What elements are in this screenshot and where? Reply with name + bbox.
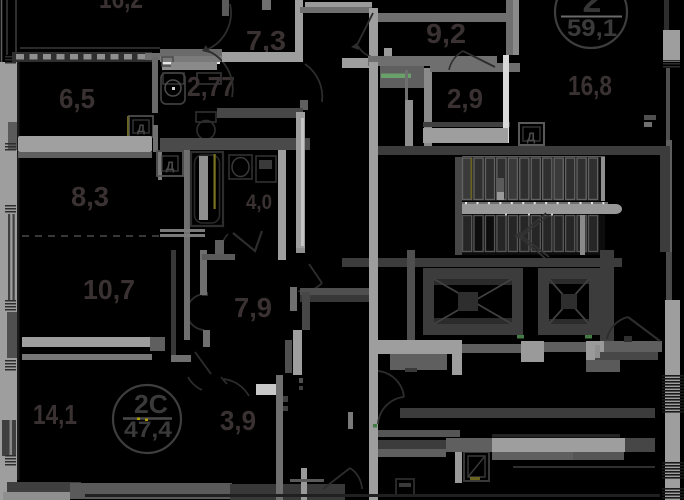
svg-text:14,1: 14,1 bbox=[33, 399, 77, 430]
svg-text:4,0: 4,0 bbox=[246, 191, 272, 214]
svg-text:2С: 2С bbox=[134, 389, 168, 419]
svg-text:2: 2 bbox=[583, 0, 602, 20]
svg-text:7,3: 7,3 bbox=[246, 25, 286, 56]
svg-text:Д: Д bbox=[527, 130, 536, 144]
svg-text:10,7: 10,7 bbox=[83, 274, 135, 305]
svg-text:9,2: 9,2 bbox=[426, 18, 466, 49]
svg-text:3,9: 3,9 bbox=[220, 405, 256, 436]
svg-text:8,3: 8,3 bbox=[71, 181, 109, 212]
svg-text:47,4: 47,4 bbox=[124, 417, 173, 442]
svg-text:59,1: 59,1 bbox=[567, 15, 617, 42]
svg-text:6,5: 6,5 bbox=[59, 83, 95, 114]
svg-text:16,2: 16,2 bbox=[99, 0, 143, 14]
svg-text:16,8: 16,8 bbox=[568, 70, 612, 101]
svg-text:2,9: 2,9 bbox=[447, 83, 483, 114]
svg-text:7,9: 7,9 bbox=[234, 292, 272, 323]
svg-text:Д: Д bbox=[166, 159, 175, 173]
svg-text:2,77: 2,77 bbox=[187, 71, 235, 102]
svg-text:Д: Д bbox=[137, 123, 145, 135]
